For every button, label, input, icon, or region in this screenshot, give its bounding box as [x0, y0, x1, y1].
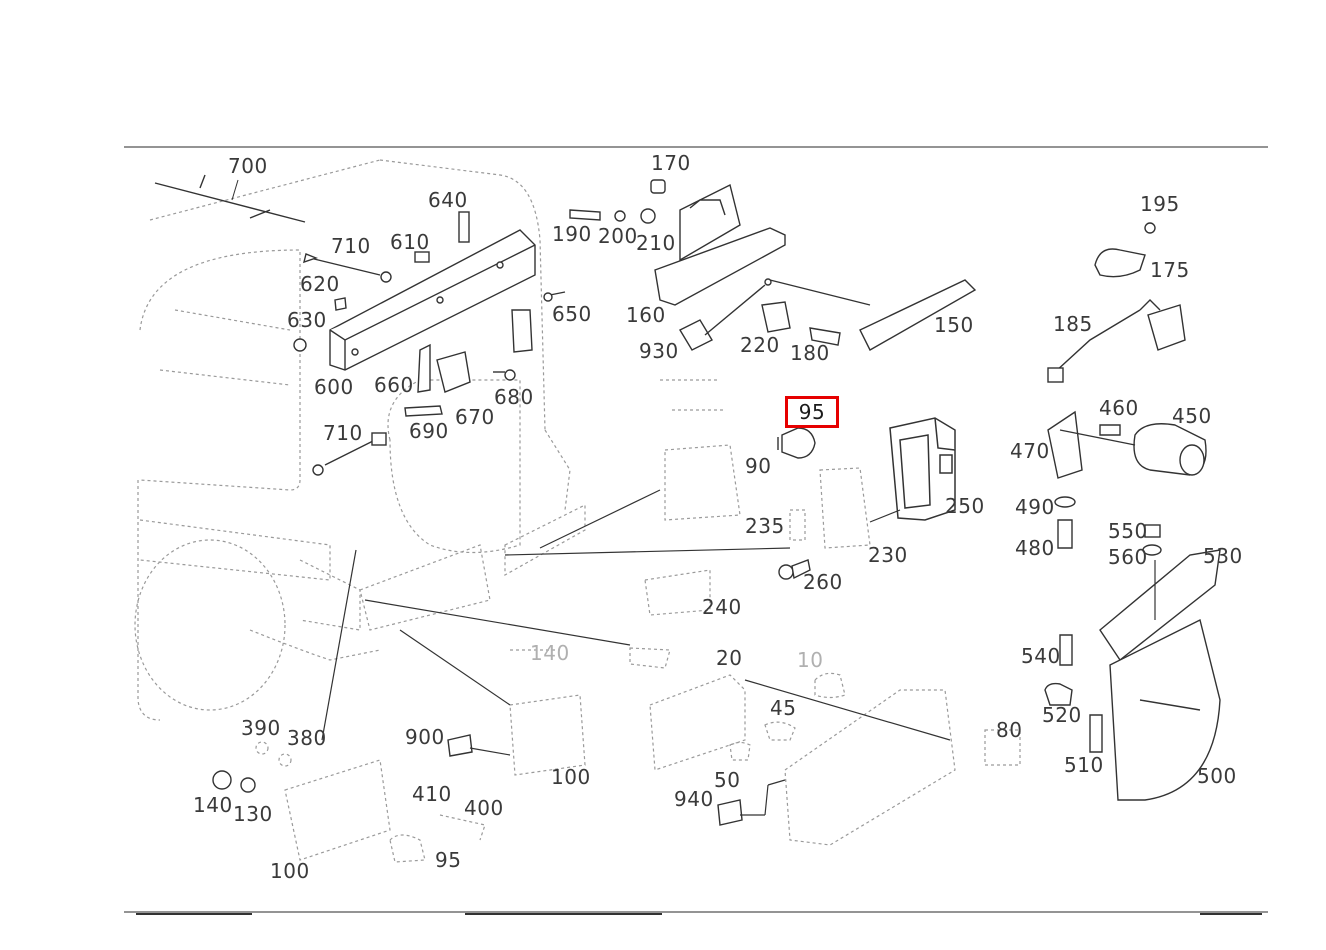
callout-640[interactable]: 640	[428, 188, 468, 212]
callout-185[interactable]: 185	[1053, 312, 1093, 336]
callout-175[interactable]: 175	[1150, 258, 1190, 282]
callout-240[interactable]: 240	[702, 595, 742, 619]
callout-250[interactable]: 250	[945, 494, 985, 518]
callout-140-bottom[interactable]: 140	[193, 793, 233, 817]
callout-180[interactable]: 180	[790, 341, 830, 365]
callout-550[interactable]: 550	[1108, 519, 1148, 543]
callout-690[interactable]: 690	[409, 419, 449, 443]
callout-95-selected[interactable]: 95	[785, 396, 839, 428]
callout-200[interactable]: 200	[598, 224, 638, 248]
callout-45[interactable]: 45	[770, 696, 797, 720]
part-250-housing	[889, 417, 956, 521]
part-450-500-assembly	[1044, 410, 1221, 801]
callout-130[interactable]: 130	[233, 802, 273, 826]
callout-170[interactable]: 170	[651, 151, 691, 175]
callout-530[interactable]: 530	[1203, 544, 1243, 568]
part-700-wiring	[154, 174, 306, 223]
callout-220[interactable]: 220	[740, 333, 780, 357]
callout-195[interactable]: 195	[1140, 192, 1180, 216]
callout-90[interactable]: 90	[745, 454, 772, 478]
callout-490[interactable]: 490	[1015, 495, 1055, 519]
callout-600[interactable]: 600	[314, 375, 354, 399]
callout-10[interactable]: 10	[797, 648, 824, 672]
callout-150[interactable]: 150	[934, 313, 974, 337]
part-bottom-hardware	[212, 734, 743, 826]
callout-95-selected-label: 95	[798, 400, 826, 424]
callout-620[interactable]: 620	[300, 272, 340, 296]
callout-500[interactable]: 500	[1197, 764, 1237, 788]
callout-140-top[interactable]: 140	[530, 641, 570, 665]
callout-80[interactable]: 80	[996, 718, 1023, 742]
vehicle-body-outline	[134, 159, 586, 721]
callout-900[interactable]: 900	[405, 725, 445, 749]
callout-100-right[interactable]: 100	[551, 765, 591, 789]
callout-520[interactable]: 520	[1042, 703, 1082, 727]
part-160-150-crossmember	[569, 179, 977, 351]
callout-680[interactable]: 680	[494, 385, 534, 409]
callout-610[interactable]: 610	[390, 230, 430, 254]
part-90-lamp-assembly	[644, 379, 871, 616]
callout-410[interactable]: 410	[412, 782, 452, 806]
callout-450[interactable]: 450	[1172, 404, 1212, 428]
callout-50[interactable]: 50	[714, 768, 741, 792]
callout-470[interactable]: 470	[1010, 439, 1050, 463]
callout-400[interactable]: 400	[464, 796, 504, 820]
leader-lines	[321, 429, 1156, 816]
callout-930[interactable]: 930	[639, 339, 679, 363]
part-95-bulb	[777, 427, 816, 459]
callout-20[interactable]: 20	[716, 646, 743, 670]
callout-940[interactable]: 940	[674, 787, 714, 811]
callout-100-bottom[interactable]: 100	[270, 859, 310, 883]
callout-210[interactable]: 210	[636, 231, 676, 255]
callout-160[interactable]: 160	[626, 303, 666, 327]
callout-710-bottom[interactable]: 710	[323, 421, 363, 445]
callout-235[interactable]: 235	[745, 514, 785, 538]
callout-510[interactable]: 510	[1064, 753, 1104, 777]
callout-480[interactable]: 480	[1015, 536, 1055, 560]
part-175-185-195	[1047, 222, 1186, 383]
callout-380[interactable]: 380	[287, 726, 327, 750]
part-10-20-lamp-assembly	[255, 647, 1021, 863]
callout-95-bottom[interactable]: 95	[435, 848, 462, 872]
callout-660[interactable]: 660	[374, 373, 414, 397]
callout-710-top[interactable]: 710	[331, 234, 371, 258]
callout-700[interactable]: 700	[228, 154, 268, 178]
callout-190[interactable]: 190	[552, 222, 592, 246]
callout-630[interactable]: 630	[287, 308, 327, 332]
callout-650[interactable]: 650	[552, 302, 592, 326]
part-600-bracket	[293, 211, 566, 476]
callout-560[interactable]: 560	[1108, 545, 1148, 569]
callout-460[interactable]: 460	[1099, 396, 1139, 420]
callout-670[interactable]: 670	[455, 405, 495, 429]
callout-260[interactable]: 260	[803, 570, 843, 594]
part-260-screw	[778, 559, 811, 580]
callout-540[interactable]: 540	[1021, 644, 1061, 668]
callout-230[interactable]: 230	[868, 543, 908, 567]
callout-390[interactable]: 390	[241, 716, 281, 740]
